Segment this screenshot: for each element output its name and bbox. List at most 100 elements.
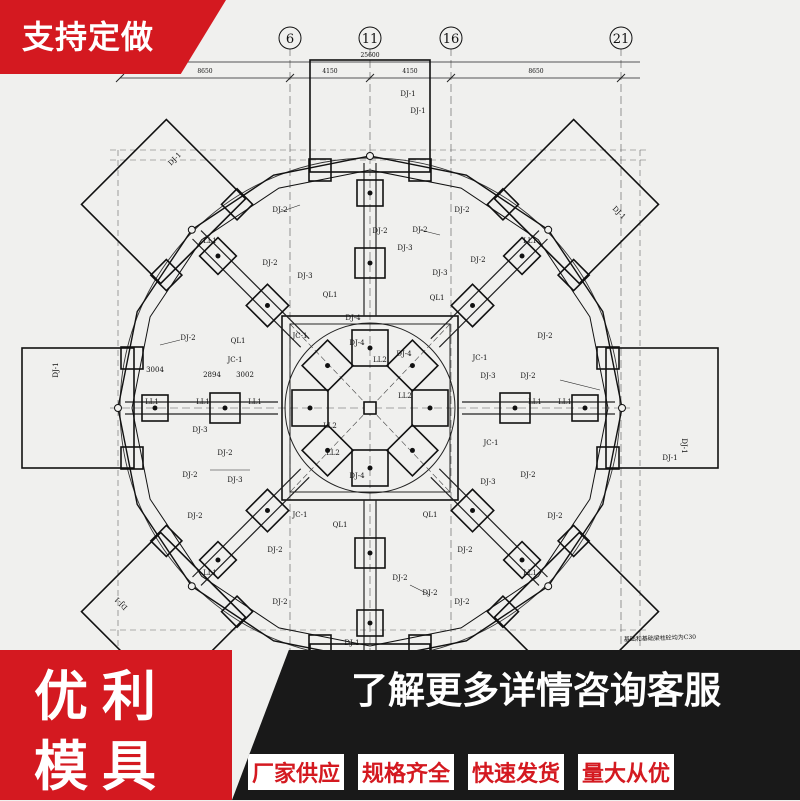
annotation-label-37: JC-1 [292,511,308,519]
annotation-label-28: LL2 [326,449,340,457]
pile-dot [325,447,331,453]
pile-cap-0-1 [354,247,386,279]
pile-cap-6-2 [291,389,329,427]
inner-circle [284,322,456,494]
annotation-label-35: DJ-3 [227,476,242,484]
pile-dot [367,190,373,196]
brand-block: 优利 模具 [0,650,232,800]
feature-list: 厂家供应 规格齐全 快速发货 量大从优 [248,754,675,790]
annotation-label-7: DJ-3 [297,272,312,280]
annotation-label-46: DJ-2 [272,598,287,606]
pile-cap-7-0 [198,236,238,276]
pile-dot [307,405,313,411]
ring-node [544,225,553,234]
annotation-label-9: QL1 [323,291,338,299]
feature-fast-shipping: 快速发货 [468,754,565,790]
inner-square-frame-inner [289,323,451,493]
leader-line-5 [279,204,301,213]
radial-beam-edge [200,476,310,586]
annotation-label-34: JC-1 [483,439,499,447]
annotation-label-16: 3002 [236,371,254,379]
brand-line-2: 模具 [34,735,170,798]
annotation-label-0: DJ-2 [372,227,387,235]
pile-dot [264,302,270,308]
annotation-label-20: LL1 [248,398,262,406]
annotation-label-58: DJ-1 [410,107,425,115]
ring-node [618,404,626,412]
annotation-label-36: DJ-2 [182,471,197,479]
large-footing-dj1-6 [21,347,135,469]
contact-banner[interactable]: 了解更多详情咨询客服 厂家供应 规格齐全 快速发货 量大从优 [232,650,800,800]
dimension-tick-1 [285,73,295,83]
pile-cap-3-2 [385,423,440,478]
axis-bubble-11 [358,26,382,50]
pile-dot [367,550,373,556]
annotation-label-6: DJ-2 [470,256,485,264]
pile-dot [512,405,518,411]
footing-label-dj1: DJ-1 [680,438,688,453]
ring-cap [120,346,144,370]
pile-cap-4-1 [354,537,386,569]
footing-label-dj1: DJ-1 [611,205,627,221]
footing-label-dj1: DJ-1 [113,595,129,611]
annotation-label-31: DJ-4 [349,339,365,347]
feature-bulk-discount: 量大从优 [578,754,675,790]
pile-cap-3-0 [502,540,542,580]
annotation-label-14: JC-1 [472,354,488,362]
dimension-text-3: 4150 [402,68,417,75]
pile-cap-0-0 [356,179,384,207]
footing-label-dj1: DJ-1 [52,362,60,377]
footing-label-dj1: DJ-1 [400,90,415,98]
annotation-label-43: DJ-2 [547,512,562,520]
annotation-label-50: DJ-2 [537,332,552,340]
annotation-label-41: DJ-2 [520,471,535,479]
ring-cap [149,524,184,558]
dimension-tick-2 [365,73,375,83]
annotation-label-18: LL1 [145,398,159,406]
pile-cap-7-2 [300,338,355,393]
axis-label-21: 21 [613,32,630,47]
annotation-label-15: 2894 [203,371,221,379]
dimension-tick-4 [616,73,626,83]
inner-square-frame [281,315,459,501]
pile-cap-5-2 [300,423,355,478]
custom-order-tag[interactable]: 支持定做 [0,0,226,74]
pile-dot [367,465,373,471]
annotation-label-38: QL1 [333,521,348,529]
general-note: 基础和基础梁柱砼均为C30 [624,633,697,644]
annotation-label-26: LL2 [398,392,412,400]
axis-label-16: 16 [443,32,460,47]
annotation-label-25: LL2 [323,422,337,430]
ring-node [544,582,553,591]
pile-cap-1-0 [502,236,542,276]
large-footing-dj1-0 [309,59,431,173]
large-footing-dj1-1 [493,118,660,285]
ring-cap [220,187,254,222]
pile-dot [325,363,331,369]
annotation-label-19: LL1 [196,398,210,406]
annotation-label-22: LL1 [558,398,572,406]
footing-label-dj1: DJ-1 [167,151,183,167]
pile-dot [519,557,525,563]
ring-cap [408,158,432,182]
leader-line-1 [559,379,601,391]
brand-line-1: 优利 [34,665,170,728]
pile-dot [409,447,415,453]
feature-factory-supply: 厂家供应 [248,754,345,790]
annotation-label-10: QL1 [430,294,445,302]
ring-node [366,152,374,160]
leader-line-3 [419,229,441,236]
annotation-label-24: DJ-2 [217,449,232,457]
ring-cap [556,258,591,292]
pile-dot [582,405,588,411]
axis-bubble-21 [609,26,633,50]
annotation-label-5: DJ-2 [262,259,277,267]
annotation-label-48: DJ-2 [392,574,407,582]
annotation-label-29: DJ-3 [480,372,495,380]
annotation-label-13: JC-1 [227,356,243,364]
pile-dot [152,405,158,411]
annotation-label-2: DJ-3 [397,244,412,252]
radial-beam-edge [200,230,310,340]
radial-beam-edge [438,238,548,348]
annotation-label-45: DJ-2 [457,546,472,554]
